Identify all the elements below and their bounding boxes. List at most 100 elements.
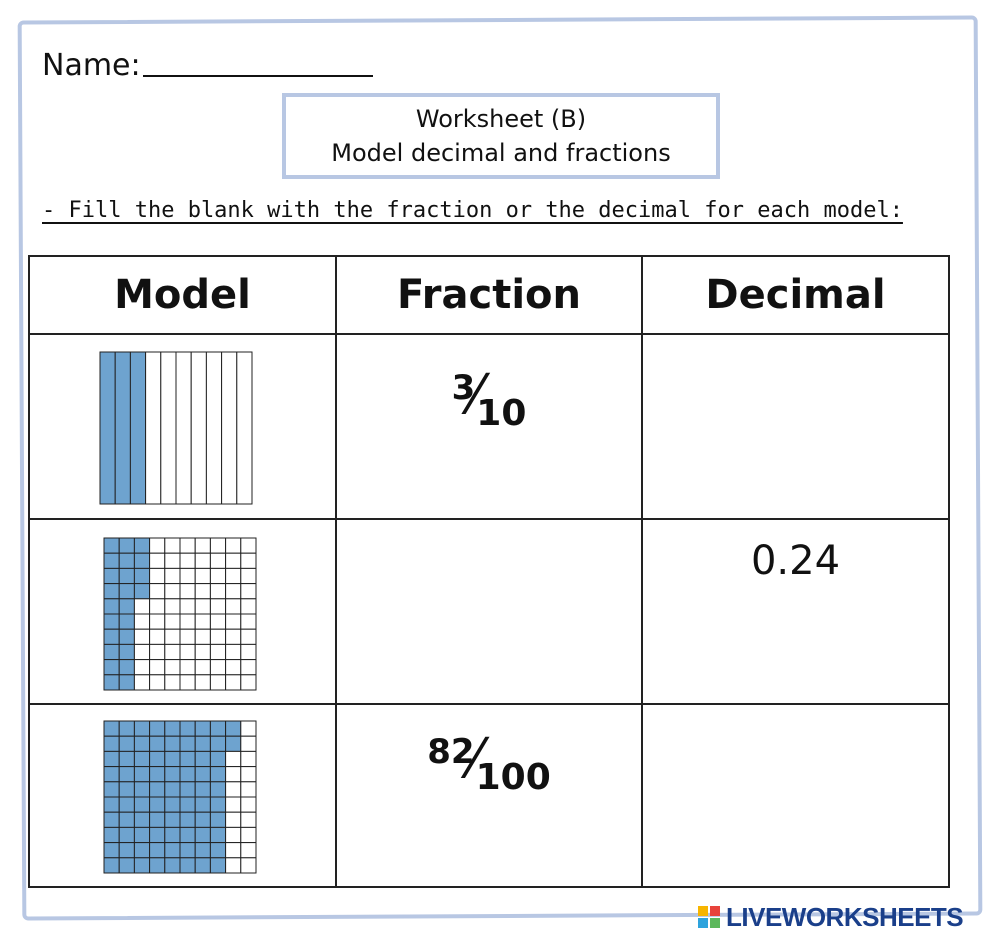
column-header-fraction: Fraction — [335, 255, 643, 335]
shaded-square — [103, 659, 120, 676]
shaded-square — [103, 552, 120, 569]
empty-strip — [236, 351, 253, 505]
empty-square — [225, 643, 242, 661]
empty-square — [149, 598, 166, 615]
shaded-square — [179, 766, 196, 783]
empty-square — [240, 857, 257, 874]
empty-square — [240, 613, 257, 630]
shaded-square — [103, 857, 120, 874]
empty-square — [179, 567, 196, 585]
shaded-square — [194, 826, 211, 844]
shaded-square — [164, 811, 181, 828]
empty-square — [149, 552, 166, 569]
model-cell-3 — [28, 703, 337, 888]
empty-strip — [145, 351, 162, 505]
shaded-square — [118, 598, 135, 615]
empty-square — [209, 674, 227, 691]
empty-square — [194, 552, 211, 569]
shaded-square — [164, 766, 181, 783]
empty-square — [209, 537, 227, 554]
empty-strip — [221, 351, 238, 505]
shaded-square — [209, 826, 227, 844]
empty-square — [133, 628, 151, 645]
column-header-decimal: Decimal — [641, 255, 950, 335]
shaded-square — [118, 659, 135, 676]
empty-square — [194, 537, 211, 554]
empty-square — [179, 659, 196, 676]
shaded-square — [103, 735, 120, 752]
shaded-square — [179, 720, 196, 737]
empty-square — [240, 537, 257, 554]
shaded-square — [149, 750, 166, 768]
shaded-square — [194, 766, 211, 783]
empty-square — [179, 552, 196, 569]
empty-square — [225, 674, 242, 691]
worksheet-table: Model Fraction Decimal 3⁄10 0.24 — [28, 255, 950, 888]
shaded-square — [118, 857, 135, 874]
empty-square — [209, 628, 227, 645]
empty-square — [209, 552, 227, 569]
table-row: 82⁄100 — [28, 703, 950, 888]
shaded-square — [118, 826, 135, 844]
empty-square — [133, 598, 151, 615]
empty-strip — [160, 351, 177, 505]
empty-square — [225, 857, 242, 874]
shaded-square — [225, 735, 242, 752]
empty-strip — [190, 351, 207, 505]
shaded-square — [118, 766, 135, 783]
empty-square — [225, 659, 242, 676]
empty-square — [240, 826, 257, 844]
shaded-square — [103, 598, 120, 615]
model-cell-1 — [28, 333, 337, 520]
hundredths-model — [103, 537, 257, 691]
shaded-square — [133, 826, 151, 844]
empty-square — [179, 643, 196, 661]
empty-square — [149, 659, 166, 676]
empty-square — [194, 567, 211, 585]
empty-square — [240, 750, 257, 768]
instruction-text: - Fill the blank with the fraction or th… — [42, 198, 903, 223]
empty-square — [149, 674, 166, 691]
shaded-square — [103, 750, 120, 768]
empty-strip — [175, 351, 192, 505]
shaded-square — [103, 766, 120, 783]
empty-square — [194, 643, 211, 661]
shaded-square — [149, 735, 166, 752]
shaded-square — [118, 796, 135, 813]
table-row: 0.24 — [28, 518, 950, 705]
empty-square — [209, 643, 227, 661]
empty-strip — [205, 351, 223, 505]
shaded-square — [149, 857, 166, 874]
shaded-square — [179, 781, 196, 798]
empty-square — [209, 567, 227, 585]
fraction-cell-2[interactable] — [335, 518, 643, 705]
empty-square — [179, 537, 196, 554]
shaded-square — [103, 537, 120, 554]
shaded-square — [118, 567, 135, 585]
shaded-square — [103, 567, 120, 585]
shaded-square — [179, 826, 196, 844]
empty-square — [149, 537, 166, 554]
empty-square — [149, 643, 166, 661]
fraction-denominator: 100 — [475, 757, 551, 798]
empty-square — [240, 796, 257, 813]
shaded-square — [209, 842, 227, 859]
shaded-square — [194, 796, 211, 813]
empty-square — [149, 613, 166, 630]
decimal-cell-1[interactable] — [641, 333, 950, 520]
shaded-square — [149, 796, 166, 813]
shaded-square — [179, 857, 196, 874]
empty-square — [133, 674, 151, 691]
shaded-square — [149, 842, 166, 859]
shaded-square — [194, 750, 211, 768]
liveworksheets-logo-icon — [698, 906, 720, 928]
shaded-square — [118, 583, 135, 600]
shaded-square — [164, 857, 181, 874]
shaded-square — [209, 750, 227, 768]
shaded-square — [194, 735, 211, 752]
decimal-cell-3[interactable] — [641, 703, 950, 888]
empty-square — [164, 659, 181, 676]
fraction-cell-3: 82⁄100 — [335, 703, 643, 888]
shaded-square — [133, 720, 151, 737]
shaded-square — [133, 857, 151, 874]
